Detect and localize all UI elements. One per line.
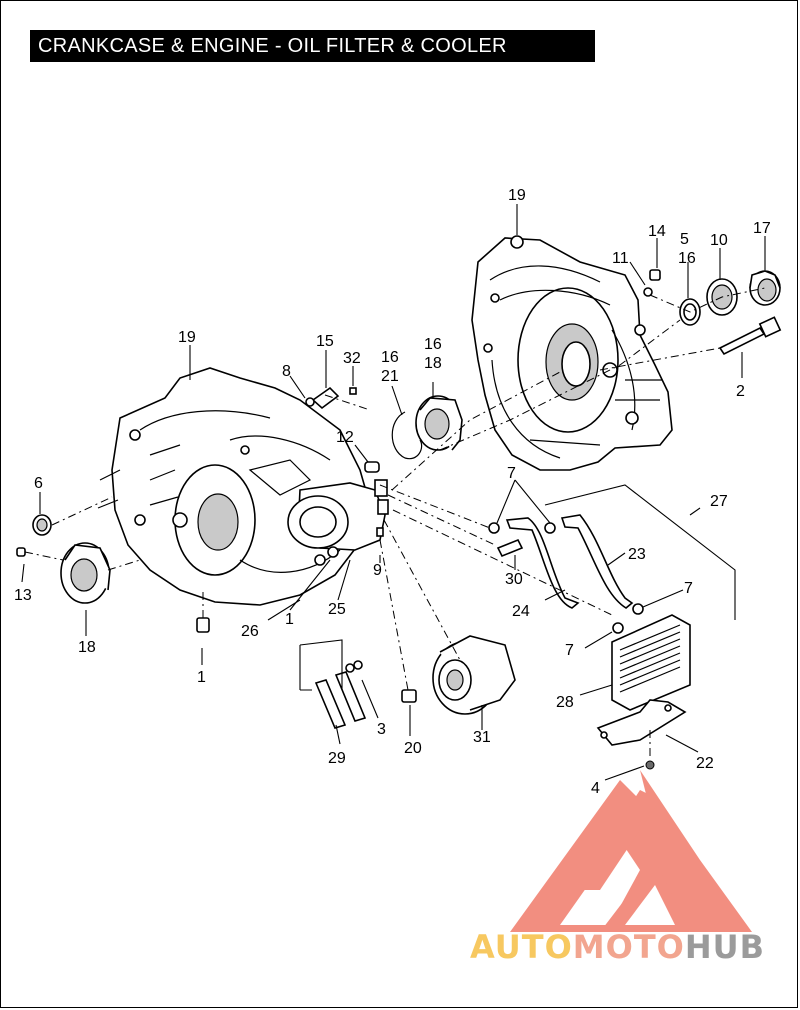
callout-29: 29 [328, 750, 346, 767]
callout-9: 9 [373, 562, 382, 579]
callout-2: 2 [736, 383, 745, 400]
oil-filter-and-links [314, 635, 516, 729]
callout-7-right: 7 [684, 580, 693, 597]
callout-16-bearing: 16 [424, 336, 442, 353]
callout-11: 11 [612, 250, 629, 267]
callout-5: 5 [680, 231, 689, 248]
callout-19-right-case: 19 [508, 187, 526, 204]
callout-7-lower: 7 [565, 642, 574, 659]
callout-14: 14 [648, 223, 666, 240]
callout-4: 4 [591, 780, 600, 797]
oil-lines [488, 514, 644, 634]
callout-31: 31 [473, 729, 491, 746]
watermark-logo [510, 770, 752, 932]
callout-17: 17 [753, 220, 771, 237]
callout-10: 10 [710, 232, 728, 249]
callout-12: 12 [336, 429, 354, 446]
alignment-lines [24, 287, 766, 760]
callout-22: 22 [696, 755, 714, 772]
callout-23: 23 [628, 546, 646, 563]
callout-3: 3 [377, 721, 386, 738]
callout-24: 24 [512, 603, 530, 620]
callout-7-upper: 7 [507, 465, 516, 482]
brand-moto: MOTO [572, 928, 685, 966]
callout-labels: 19 14 5 10 17 11 16 19 15 32 8 16 21 16 … [14, 187, 771, 797]
callout-13: 13 [14, 587, 32, 604]
brand-hub: HUB [684, 928, 766, 966]
callout-30: 30 [505, 571, 523, 588]
callout-25: 25 [328, 601, 346, 618]
callout-15: 15 [316, 333, 334, 350]
callout-16-seal: 16 [678, 250, 696, 267]
oil-filter-adapter [287, 479, 389, 558]
callout-1-fitting: 1 [197, 669, 206, 686]
callout-8: 8 [282, 363, 291, 380]
page-title: CRANKCASE & ENGINE - OIL FILTER & COOLER [30, 30, 595, 62]
callout-28: 28 [556, 694, 574, 711]
callout-32: 32 [343, 350, 361, 367]
callout-20: 20 [404, 740, 422, 757]
callout-19-left-case: 19 [178, 329, 196, 346]
callout-21: 21 [381, 368, 399, 385]
callout-6: 6 [34, 475, 43, 492]
callout-18-lower: 18 [78, 639, 96, 656]
callout-27: 27 [710, 493, 728, 510]
brand-auto: AUTO [470, 928, 573, 966]
callout-26: 26 [241, 623, 259, 640]
callout-16-ring: 16 [381, 349, 399, 366]
watermark-brand: AUTOMOTOHUB [470, 928, 765, 966]
right-crankcase-half [471, 235, 673, 471]
leader-lines [21, 204, 766, 781]
oil-cooler-assembly [596, 614, 691, 770]
callout-18-upper: 18 [424, 355, 442, 372]
callout-1-adapter: 1 [285, 611, 294, 628]
